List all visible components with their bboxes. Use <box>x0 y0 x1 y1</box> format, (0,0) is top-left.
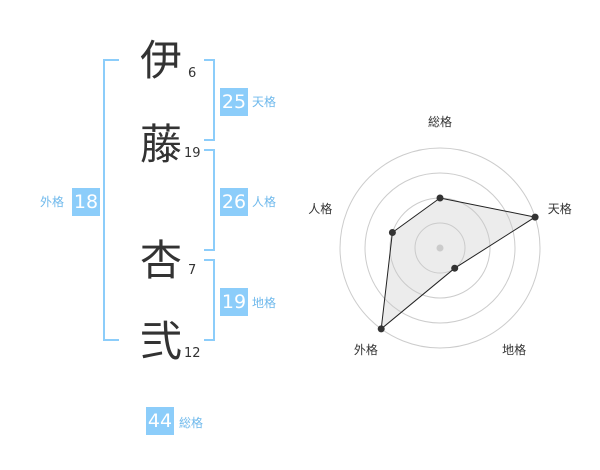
chikaku-label: 地格 <box>252 296 277 310</box>
stroke-count-1: 6 <box>188 66 197 81</box>
stroke-count-3: 7 <box>188 263 197 278</box>
stroke-count-4: 12 <box>184 346 201 361</box>
soukaku-label: 総格 <box>179 416 204 430</box>
tenkaku-badge: 25 <box>220 88 248 116</box>
radar-axis-label-4: 外格 <box>354 342 378 357</box>
radar-ring-3 <box>364 172 516 324</box>
jinkaku-label: 人格 <box>252 195 277 209</box>
name-char-4: 弐 <box>140 317 183 366</box>
radar-ring-1 <box>414 222 466 274</box>
radar-point-4 <box>377 325 385 333</box>
radar-axis-label-5: 人格 <box>308 201 332 216</box>
radar-center-dot <box>436 244 444 252</box>
radar-ring-4 <box>339 147 541 349</box>
radar-axis-label-2: 天格 <box>548 201 572 216</box>
gaikaku-label: 外格 <box>40 195 65 209</box>
radar-axis-label-1: 総格 <box>428 114 452 129</box>
tenkaku-label: 天格 <box>252 95 277 109</box>
gaikaku-badge: 18 <box>72 188 100 216</box>
chikaku-badge: 19 <box>220 288 248 316</box>
tenkaku-bracket <box>204 59 215 141</box>
name-char-3: 杏 <box>140 236 183 285</box>
name-char-1: 伊 <box>140 36 183 85</box>
radar-point-3 <box>451 264 459 272</box>
radar-axis-label-3: 地格 <box>502 342 526 357</box>
soukaku-badge: 44 <box>146 407 174 435</box>
radar-polygon <box>380 197 537 331</box>
jinkaku-badge: 26 <box>220 188 248 216</box>
stroke-count-2: 19 <box>184 146 201 161</box>
gaikaku-bracket <box>103 59 119 341</box>
jinkaku-bracket <box>204 149 215 251</box>
name-char-2: 藤 <box>140 120 183 169</box>
radar-point-1 <box>436 194 444 202</box>
radar-point-2 <box>531 213 539 221</box>
radar-point-5 <box>388 229 396 236</box>
chikaku-bracket <box>204 259 215 341</box>
